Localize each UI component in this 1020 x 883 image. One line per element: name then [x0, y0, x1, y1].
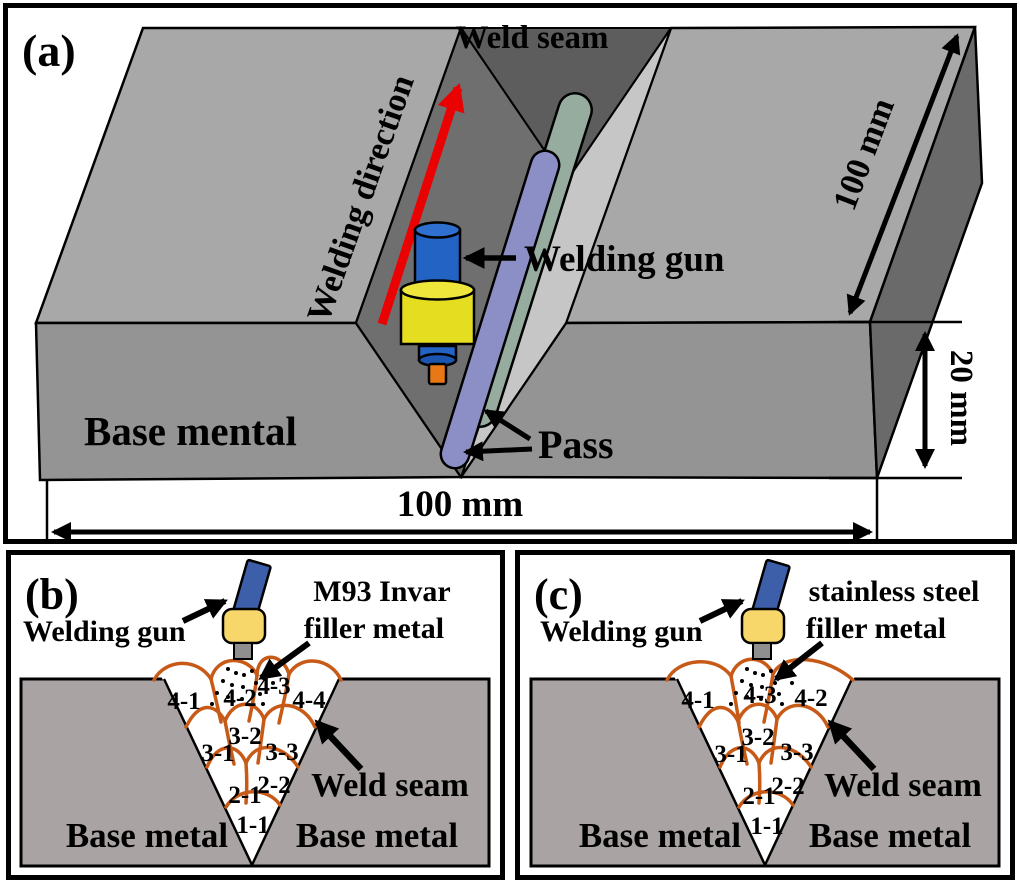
- pass-label: 4-3: [743, 682, 776, 709]
- weld-seam-label: Weld seam: [824, 767, 982, 804]
- dimension-lines: [45, 33, 962, 539]
- filler-metal-label-line1: stainless steel: [809, 575, 980, 608]
- base-metal-label-left: Base metal: [579, 816, 742, 855]
- groove-edges: [675, 678, 854, 866]
- base-metal-label-left: Base metal: [66, 816, 229, 855]
- base-metal-label: Base mental: [84, 408, 297, 454]
- panel-c: 4-1 4-3 4-2 3-1 3-2 3-3 2-1 2-2 1-1: [515, 550, 1015, 880]
- pass-pointer-arrow-lower: [463, 441, 533, 462]
- pass-label: 1-1: [750, 813, 783, 840]
- panel-b-label: (b): [25, 570, 79, 619]
- pass-label: 4-1: [681, 687, 714, 714]
- length-dimension-arrow: [846, 33, 961, 316]
- base-metal-label-right: Base metal: [809, 816, 972, 855]
- welding-gun-label: Welding gun: [540, 615, 703, 648]
- filler-metal-label-line1: M93 Invar: [313, 575, 451, 608]
- weld-pass-arcs: [152, 655, 343, 809]
- welding-gun-pointer-arrow: [181, 598, 228, 624]
- panel-b: 4-1 4-2 4-3 4-4 3-1 3-2 3-3 2-1 2-2 1-1: [6, 550, 505, 880]
- thickness-dimension-label: 20 mm: [943, 350, 979, 446]
- panel-a-label: (a): [22, 25, 76, 76]
- welding-gun-label: Welding gun: [23, 615, 186, 648]
- welding-gun-pointer-arrow: [698, 598, 745, 624]
- panel-c-drawing: 4-1 4-3 4-2 3-1 3-2 3-3 2-1 2-2 1-1: [529, 558, 1001, 868]
- pass-label: 3-2: [228, 723, 261, 750]
- welding-gun-2d: [221, 558, 272, 660]
- welding-gun-label: Welding gun: [524, 239, 725, 280]
- groove-edges: [162, 678, 341, 866]
- welding-gun-3d: [399, 221, 476, 386]
- base-metal-label-right: Base metal: [296, 816, 459, 855]
- pass-label: 2-1: [228, 782, 261, 809]
- filler-metal-label-line2: filler metal: [304, 612, 444, 645]
- pass-label: 4-2: [794, 685, 827, 712]
- pass-label: 4-4: [292, 687, 326, 714]
- pass-label: 3-1: [201, 740, 234, 767]
- pass-label: 4-1: [167, 688, 200, 715]
- panel-a: (a) Weld seam Welding direction Welding …: [3, 3, 1017, 544]
- pass-label: 3-1: [714, 741, 747, 768]
- filler-spray-dots: [729, 667, 794, 706]
- pass-label: Pass: [538, 422, 614, 467]
- panel-a-drawing: (a) Weld seam Welding direction Welding …: [22, 20, 984, 539]
- groove-cutout: [674, 676, 855, 865]
- welding-gun-2d: [740, 558, 791, 660]
- width-dimension-label: 100 mm: [397, 484, 524, 525]
- pass-label: 1-1: [236, 812, 269, 839]
- pass-label: 3-3: [265, 739, 298, 766]
- filler-metal-pointer-arrow: [773, 640, 824, 682]
- groove-cutout: [161, 676, 342, 865]
- weld-pass-arcs: [665, 657, 855, 809]
- pass-label: 2-2: [257, 772, 290, 799]
- weld-seam-pointer-arrow: [314, 719, 364, 772]
- pass-label: 2-2: [771, 773, 804, 800]
- weld-seam-pointer-arrow: [827, 719, 877, 772]
- pass-pointer-arrow-upper: [483, 408, 532, 442]
- pass-label: 3-3: [780, 739, 813, 766]
- filler-metal-pointer-arrow: [258, 640, 311, 681]
- weld-seam-label: Weld seam: [455, 20, 608, 56]
- pass-label: 2-1: [742, 783, 775, 810]
- pass-purple: [442, 152, 558, 467]
- pass-labels: 4-1 4-3 4-2 3-1 3-2 3-3 2-1 2-2 1-1: [681, 682, 827, 840]
- weld-seam-label: Weld seam: [311, 767, 469, 804]
- panel-b-drawing: 4-1 4-2 4-3 4-4 3-1 3-2 3-3 2-1 2-2 1-1: [19, 558, 491, 868]
- panel-c-label: (c): [534, 570, 583, 619]
- pass-label: 3-2: [741, 724, 774, 751]
- filler-metal-label-line2: filler metal: [806, 612, 946, 645]
- welding-direction-arrow: [377, 82, 465, 326]
